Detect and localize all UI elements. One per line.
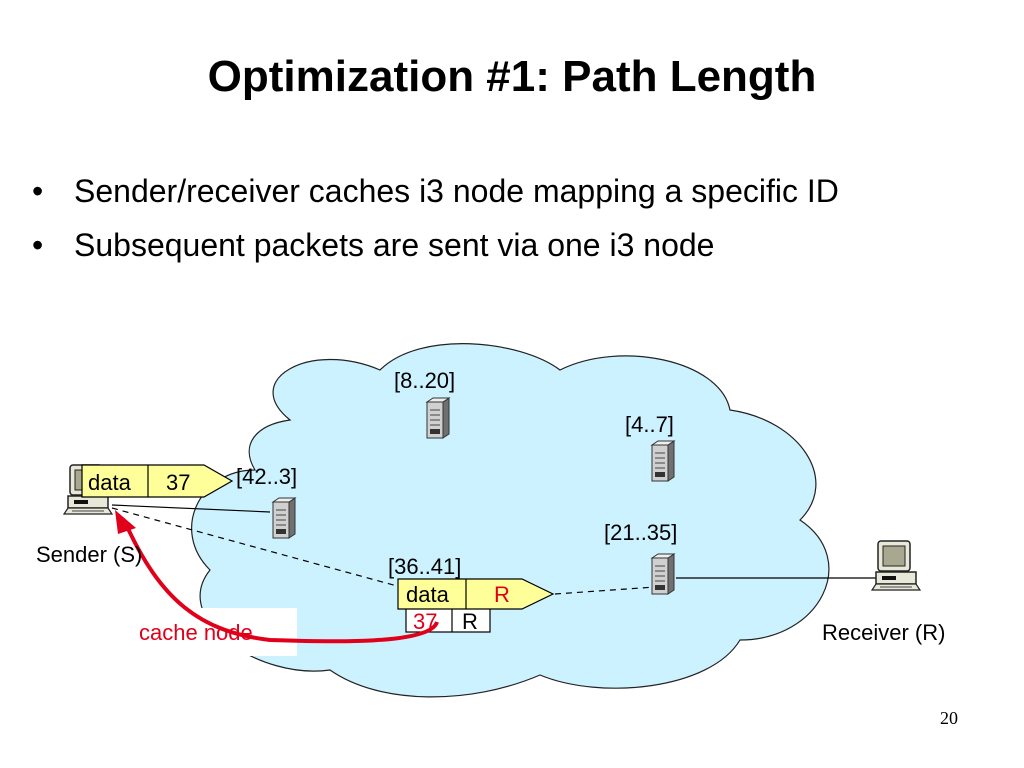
cache-arrow bbox=[123, 521, 439, 644]
receiver-computer-icon bbox=[871, 540, 921, 591]
i3-server-icon bbox=[651, 440, 675, 482]
packet-data-label: data bbox=[88, 470, 132, 495]
link-sender-42-3 bbox=[111, 504, 271, 513]
bullet-dot: • bbox=[32, 227, 44, 263]
packet-id-label: R bbox=[494, 582, 510, 607]
bullet-item: • Subsequent packets are sent via one i3… bbox=[32, 224, 992, 266]
sender-packet: data 37 bbox=[81, 464, 234, 498]
dashed-path-36-41-to-21-35 bbox=[554, 586, 656, 595]
node-label-42-3: [42..3] bbox=[236, 464, 298, 489]
i3-server-icon bbox=[651, 553, 675, 595]
node-label-36-41: [36..41] bbox=[388, 554, 462, 579]
page-number: 20 bbox=[940, 708, 958, 728]
cache-entry-table: 37 R bbox=[405, 607, 491, 634]
i3-server-icon bbox=[272, 497, 296, 539]
cache-entry-id: 37 bbox=[413, 609, 437, 634]
slide-title: Optimization #1: Path Length bbox=[207, 52, 817, 101]
bullet-dot: • bbox=[32, 173, 44, 209]
bullet-item: • Sender/receiver caches i3 node mapping… bbox=[32, 170, 992, 212]
node-packet: data R bbox=[397, 578, 555, 610]
node-label-8-20: [8..20] bbox=[394, 368, 456, 393]
cache-node-label-bg bbox=[132, 608, 297, 656]
cache-arrow-head-icon bbox=[115, 510, 136, 534]
receiver-label: Receiver (R) bbox=[822, 620, 946, 645]
cache-node-label: cache node bbox=[139, 620, 253, 645]
node-label-21-35: [21..35] bbox=[604, 520, 678, 545]
packet-data-label: data bbox=[406, 582, 450, 607]
cache-entry-target: R bbox=[462, 609, 478, 634]
i3-server-icon bbox=[426, 397, 450, 439]
bullet-text: Sender/receiver caches i3 node mapping a… bbox=[74, 173, 839, 209]
network-cloud bbox=[191, 343, 830, 698]
bullet-text: Subsequent packets are sent via one i3 n… bbox=[74, 227, 715, 263]
bullet-list: • Sender/receiver caches i3 node mapping… bbox=[32, 170, 992, 278]
packet-id-label: 37 bbox=[166, 470, 190, 495]
sender-label: Sender (S) bbox=[36, 542, 143, 567]
node-label-4-7: [4..7] bbox=[625, 412, 674, 437]
